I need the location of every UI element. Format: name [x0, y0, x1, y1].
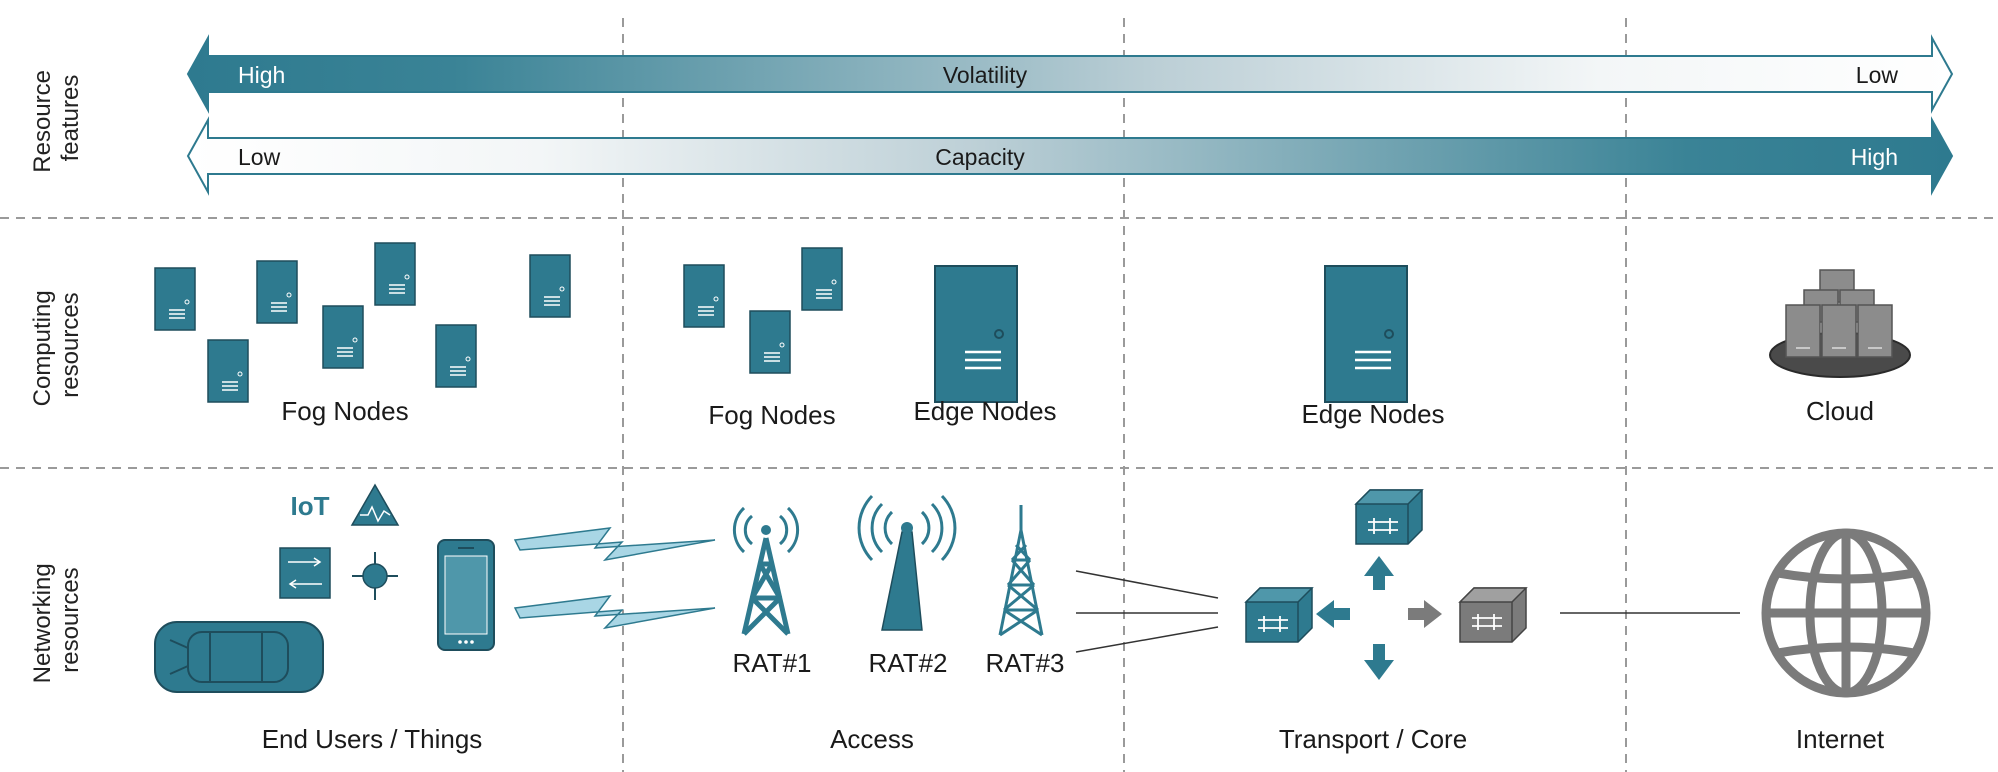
switch-icon: [1245, 587, 1313, 643]
cloud-label: Cloud: [1806, 396, 1874, 426]
rat2-label: RAT#2: [869, 648, 948, 678]
wireless-link-icon: [513, 527, 716, 562]
server-icon: [683, 264, 725, 328]
arrow-up-icon: [1364, 556, 1394, 590]
smartphone-icon: [437, 539, 495, 651]
server-icon: [435, 324, 477, 388]
capacity-left-label: Low: [238, 144, 281, 170]
capacity-title: Capacity: [935, 144, 1025, 170]
switch-icon: [1458, 587, 1528, 643]
backhaul-links: [1075, 570, 1740, 653]
server-icon: [933, 264, 1019, 404]
server-icon: [749, 310, 791, 374]
fog-nodes-cluster-2: [683, 247, 843, 374]
capacity-arrow: Low Capacity High: [186, 116, 1954, 196]
volatility-right-label: Low: [1856, 62, 1899, 88]
server-icon: [801, 247, 843, 311]
row-label-computing-resources: Computing resources: [29, 284, 84, 407]
antenna-icon: [857, 494, 957, 631]
volatility-left-label: High: [238, 62, 285, 88]
cloud-datacenter-icon: [1769, 269, 1911, 378]
column-label-transport: Transport / Core: [1279, 724, 1467, 754]
row-label-resource-features: Resource features: [29, 63, 84, 172]
server-icon: [207, 339, 249, 403]
edge-nodes-label-1: Edge Nodes: [913, 396, 1056, 426]
server-icon: [1323, 264, 1409, 404]
server-icon: [374, 242, 416, 306]
rat3-label: RAT#3: [986, 648, 1065, 678]
server-icon: [256, 260, 298, 324]
rat1-label: RAT#1: [733, 648, 812, 678]
sensor-icon: [350, 483, 400, 526]
server-icon: [322, 305, 364, 369]
server-icon: [154, 267, 196, 331]
fog-nodes-label-1: Fog Nodes: [281, 396, 408, 426]
edge-nodes-label-2: Edge Nodes: [1301, 399, 1444, 429]
column-label-access: Access: [830, 724, 914, 754]
cell-tower-icon: [998, 505, 1044, 637]
cell-tower-icon: [732, 506, 800, 634]
fog-nodes-label-2: Fog Nodes: [708, 400, 835, 430]
arrow-down-icon: [1364, 644, 1394, 680]
globe-icon: [1761, 528, 1931, 698]
row-label-networking-resources: Networking resources: [29, 557, 84, 684]
sensor-icon: [352, 552, 398, 600]
fog-nodes-cluster-1: [154, 242, 571, 403]
car-icon: [154, 621, 324, 693]
sensor-icon: [279, 547, 331, 599]
server-icon: [529, 254, 571, 318]
arrow-right-icon: [1408, 600, 1442, 628]
capacity-right-label: High: [1851, 144, 1898, 170]
wireless-link-icon: [513, 595, 716, 630]
arrow-left-icon: [1316, 600, 1350, 628]
switch-icon: [1355, 489, 1423, 545]
volatility-title: Volatility: [943, 62, 1028, 88]
column-label-internet: Internet: [1796, 724, 1885, 754]
column-label-end-users: End Users / Things: [262, 724, 483, 754]
volatility-arrow: High Volatility Low: [186, 34, 1954, 114]
grid-dividers: [0, 18, 1998, 772]
iot-label: IoT: [291, 491, 330, 521]
